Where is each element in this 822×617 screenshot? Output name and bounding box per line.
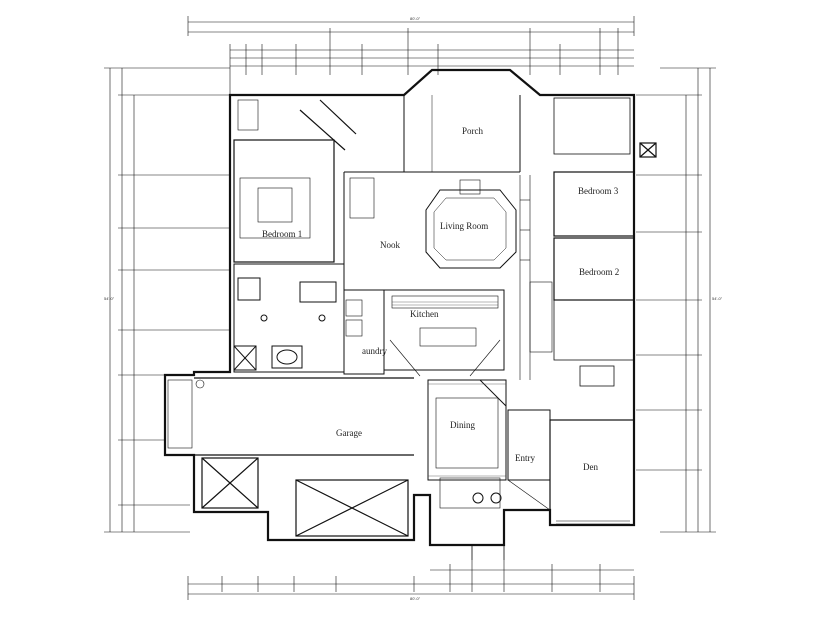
kitchen-walls xyxy=(383,289,505,377)
bedroom-2-walls xyxy=(529,237,635,387)
room-label-bedroom-1: Bedroom 1 xyxy=(262,229,302,239)
room-label-kitchen: Kitchen xyxy=(410,309,439,319)
room-label-living: Living Room xyxy=(440,221,488,231)
dim-overall-left: 54'-0" xyxy=(104,296,115,301)
room-label-bedroom-2: Bedroom 2 xyxy=(579,267,619,277)
garage-walls xyxy=(167,377,414,537)
laundry-walls xyxy=(343,289,385,375)
room-label-bedroom-3: Bedroom 3 xyxy=(578,186,619,196)
room-label-den: Den xyxy=(583,462,598,472)
kitchen-counter-hatch xyxy=(392,301,506,477)
room-labels: Porch Bedroom 1 Bedroom 3 Bedroom 2 Livi… xyxy=(262,126,619,472)
room-label-garage: Garage xyxy=(336,428,362,438)
den-walls xyxy=(549,419,635,526)
room-label-nook: Nook xyxy=(380,240,400,250)
bedroom-3-walls xyxy=(553,97,657,237)
dimension-labels: 80'-0" 80'-0" 54'-0" 54'-0" xyxy=(104,16,723,601)
room-label-porch: Porch xyxy=(462,126,483,136)
left-dimension-lines xyxy=(104,67,230,533)
right-dimension-lines xyxy=(636,67,716,533)
bedroom-1-walls xyxy=(233,99,357,263)
nook-living xyxy=(343,171,520,290)
dim-overall-bottom: 80'-0" xyxy=(410,596,421,601)
dining-walls xyxy=(427,379,507,560)
room-label-laundry: aundry xyxy=(362,346,387,356)
dim-overall-right: 54'-0" xyxy=(712,296,723,301)
exterior-walls xyxy=(163,68,636,547)
room-label-dining: Dining xyxy=(450,420,476,430)
dim-overall-top: 80'-0" xyxy=(410,16,421,21)
room-label-entry: Entry xyxy=(515,453,535,463)
master-bath xyxy=(233,263,345,373)
bottom-dimension-lines xyxy=(187,545,635,600)
top-dimension-lines xyxy=(187,16,635,95)
hallway xyxy=(519,175,531,380)
